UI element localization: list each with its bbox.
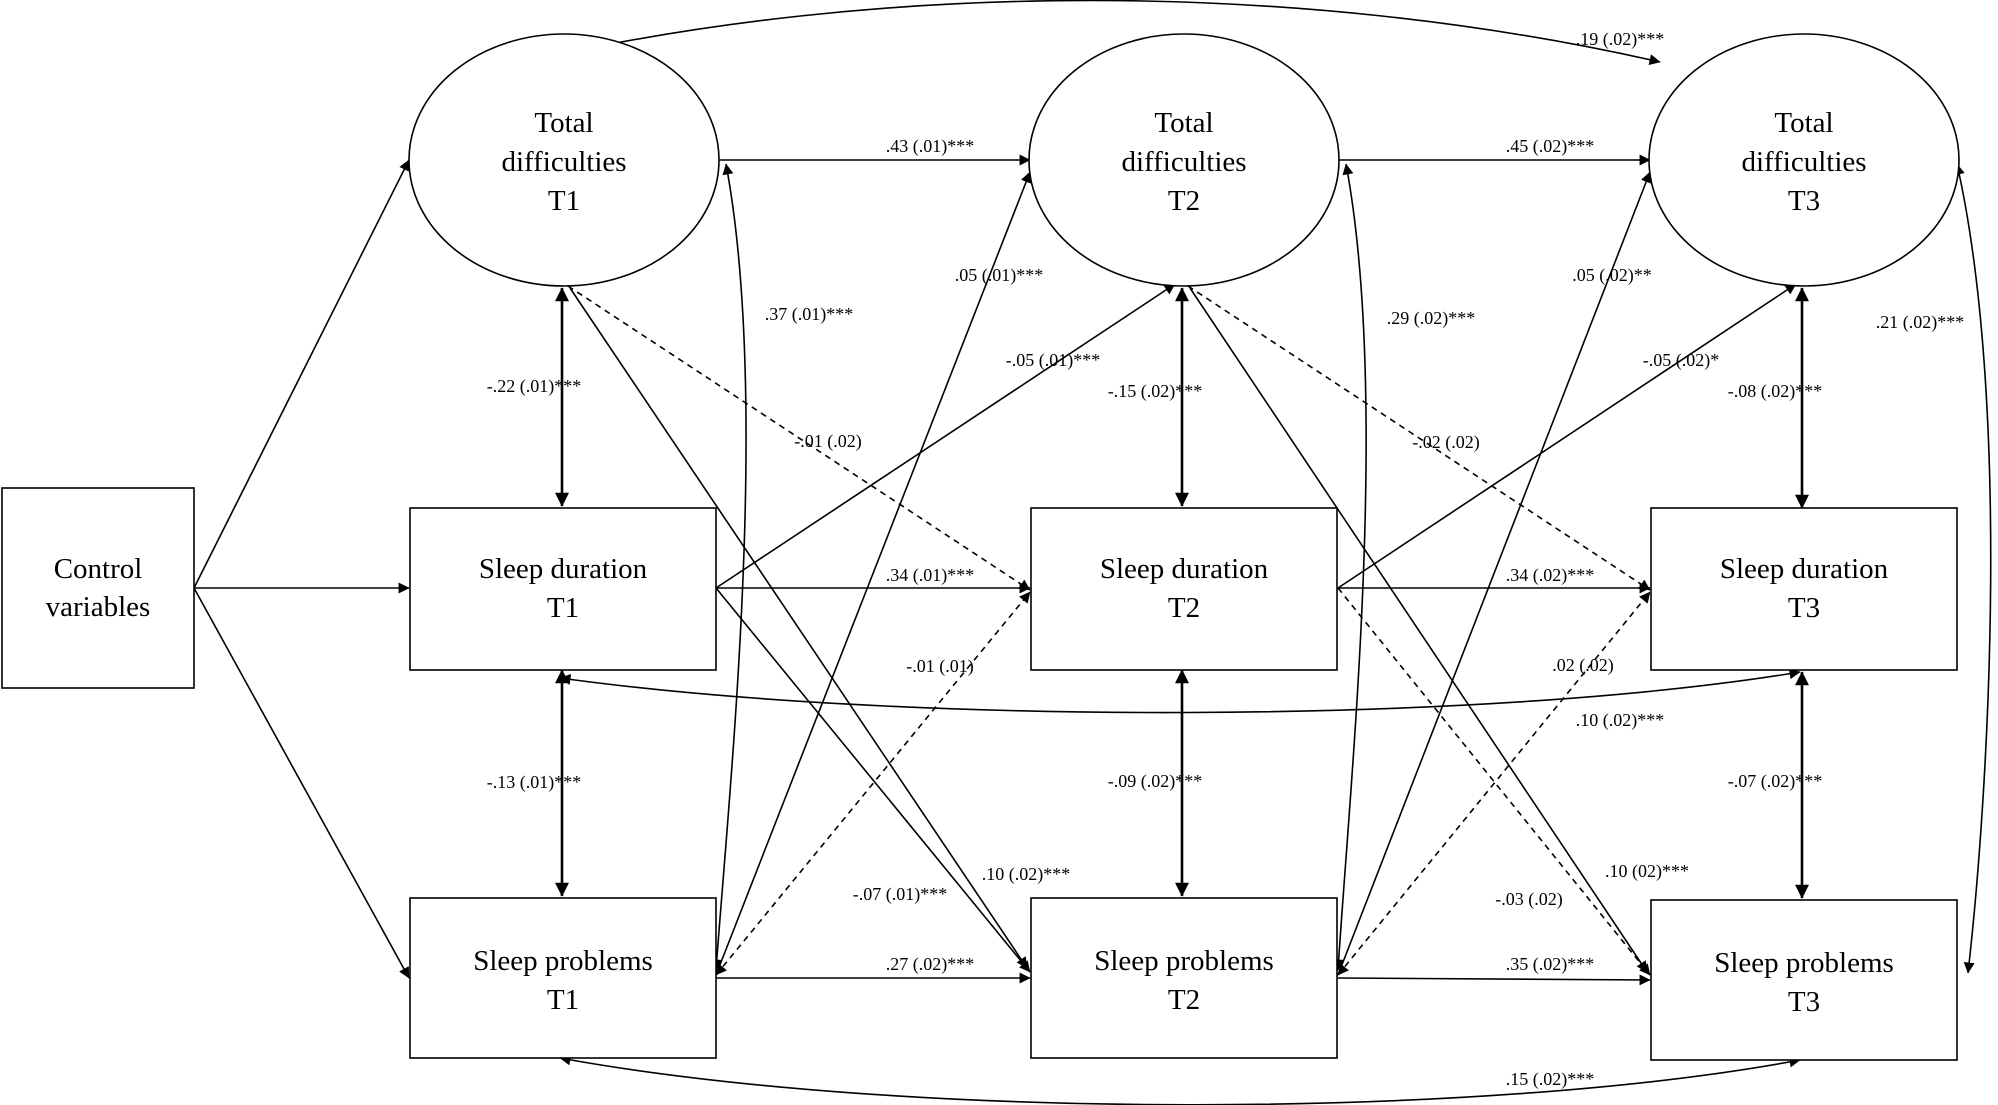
td1-label-1: Total [534, 107, 593, 139]
sp2-label-1: Sleep problems [1094, 945, 1274, 977]
sleep-duration-t2-box [1030, 507, 1338, 671]
td3-label-1: Total [1774, 107, 1833, 139]
sd3-label-1: Sleep duration [1720, 553, 1889, 585]
sp1-label-1: Sleep problems [473, 945, 653, 977]
coef-sd1-sd3: .10 (.02)*** [1576, 710, 1665, 731]
sleep-problems-t3-box [1650, 899, 1958, 1061]
sp2-label-2: T2 [1168, 984, 1200, 1016]
coef-sd3-sp3: -.07 (.02)*** [1728, 771, 1822, 792]
sd1-label-1: Sleep duration [479, 553, 648, 585]
td2-label-2: difficulties [1121, 146, 1246, 178]
sd2-label-2: T2 [1168, 592, 1200, 624]
coef-sp1-sd2: -.01 (.01) [906, 656, 973, 677]
coef-td2-sd2: -.15 (.02)*** [1108, 381, 1202, 402]
sd1-label-2: T1 [547, 592, 579, 624]
sleep-duration-t3-box [1650, 507, 1958, 671]
total-difficulties-t3-ellipse [1648, 33, 1960, 287]
coef-sd2-sp2: -.09 (.02)*** [1108, 771, 1202, 792]
arrow-sd1-sd3 [559, 668, 1801, 714]
sleep-problems-t2-box [1030, 897, 1338, 1059]
coef-td1-sp2: .10 (.02)*** [982, 864, 1071, 885]
td1-label-2: difficulties [501, 146, 626, 178]
arrow-control-to-td1 [193, 159, 410, 589]
arrow-td1-sp1 [711, 163, 747, 971]
coef-td2-td3: .45 (.02)*** [1506, 136, 1595, 157]
coef-td2-sp3: .10 (02)*** [1605, 861, 1689, 882]
arrow-td1-to-sd2 [567, 285, 1031, 591]
control-variables-label-2: variables [46, 591, 151, 623]
arrow-td2-sp2 [1333, 163, 1367, 971]
td3-label-3: T3 [1788, 185, 1820, 217]
coef-td2-sp2: .29 (.02)*** [1387, 308, 1476, 329]
arrow-sp1-sd2 [715, 591, 1031, 976]
sp1-label-2: T1 [547, 984, 579, 1016]
arrow-sd2-to-sp3 [1337, 587, 1651, 976]
control-variables-label-1: Control [54, 553, 143, 585]
coef-td1-td3: .19 (.02)*** [1576, 29, 1665, 50]
arrow-sd2-to-td3 [1337, 283, 1797, 589]
arrow-sp1-sp3 [559, 1054, 1801, 1105]
coefficient-labels: .19 (.02)*** .43 (.01)*** .45 (.02)*** .… [487, 29, 1964, 1090]
td3-label-2: difficulties [1741, 146, 1866, 178]
sd3-label-2: T3 [1788, 592, 1820, 624]
td2-label-3: T2 [1168, 185, 1200, 217]
coef-td1-td2: .43 (.01)*** [886, 136, 975, 157]
arrow-td1-td3 [524, 0, 1661, 66]
coef-sp1-sp3: .15 (.02)*** [1506, 1069, 1595, 1090]
coef-sp1-sp2: .27 (.02)*** [886, 954, 975, 975]
arrow-sd1-to-td2 [715, 283, 1176, 589]
coef-sd1-td2: -.05 (.01)*** [1006, 350, 1100, 371]
sleep-duration-t1-box [409, 507, 717, 671]
paths [193, 0, 1992, 1105]
coef-sd2-sd3: .34 (.02)*** [1506, 565, 1595, 586]
arrow-td2-to-sd3 [1187, 285, 1651, 591]
coef-sd1-sd2: .34 (.01)*** [886, 565, 975, 586]
arrow-sd1-to-sp2 [715, 587, 1031, 973]
arrow-sp2-sd3 [1337, 591, 1651, 976]
sd2-label-1: Sleep duration [1100, 553, 1269, 585]
coef-td3-sd3: -.08 (.02)*** [1728, 381, 1822, 402]
total-difficulties-t2-ellipse [1028, 33, 1340, 287]
coef-td1-sd2: -.01 (.02) [794, 431, 861, 452]
sp3-label-2: T3 [1788, 986, 1820, 1018]
arrow-sp2-to-td3 [1337, 171, 1652, 976]
coef-td3-sp3: .21 (.02)*** [1876, 312, 1965, 333]
arrow-control-to-sp1 [193, 587, 410, 979]
coef-td1-sd1: -.22 (.01)*** [487, 376, 581, 397]
coef-td1-sp1: .37 (.01)*** [765, 304, 854, 325]
nodes: Control variables Total difficulties T1 … [1, 33, 1960, 1061]
sp3-label-1: Sleep problems [1714, 947, 1894, 979]
arrow-sp1-to-td2 [715, 171, 1032, 976]
coef-sd2-sp3: -.03 (.02) [1495, 889, 1562, 910]
coef-sp1-td2: .05 (.01)*** [955, 265, 1044, 286]
coef-sd2-td3: -.05 (.02)* [1643, 350, 1719, 371]
coef-sp2-td3: .05 (.02)** [1572, 265, 1652, 286]
coef-sp2-sd3: .02 (.02) [1552, 655, 1614, 676]
control-variables-box [1, 487, 195, 689]
total-difficulties-t1-ellipse [408, 33, 720, 287]
sleep-problems-t1-box [409, 897, 717, 1059]
arrow-td3-sp3 [1953, 163, 1992, 974]
arrow-sp2-to-sp3 [1337, 974, 1651, 986]
td2-label-1: Total [1154, 107, 1213, 139]
coef-sd1-sp1: -.13 (.01)*** [487, 772, 581, 793]
coef-sp2-sp3: .35 (.02)*** [1506, 954, 1595, 975]
td1-label-3: T1 [548, 185, 580, 217]
coef-td2-sd3: -.02 (.02) [1412, 432, 1479, 453]
coef-sd1-sp2: -.07 (.01)*** [853, 884, 947, 905]
